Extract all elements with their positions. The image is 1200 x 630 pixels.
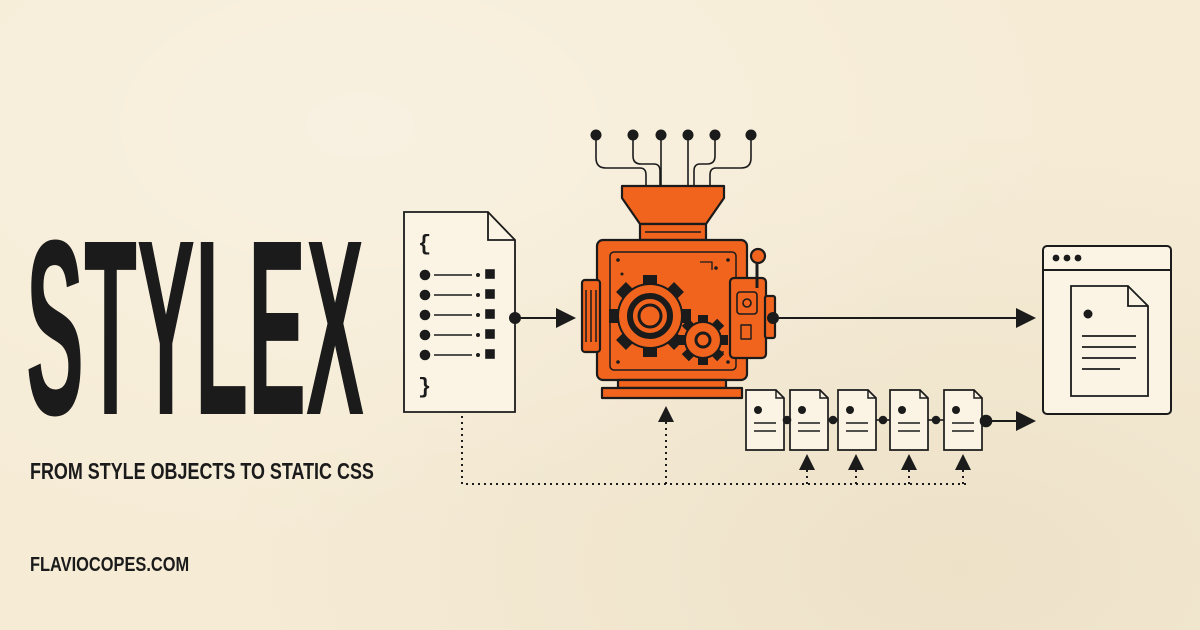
source-file-icon: { } — [403, 211, 516, 413]
input-dots — [590, 129, 757, 141]
dotted-feedback-lines — [461, 406, 971, 485]
input-wires — [595, 136, 752, 188]
title-text: STYLEX — [26, 188, 364, 428]
close-brace: } — [418, 375, 431, 400]
subtitle: FROM STYLE OBJECTS TO STATIC CSS — [30, 458, 374, 484]
css-chunk-icon — [789, 389, 829, 451]
browser-window-icon — [1042, 245, 1172, 415]
machine-to-browser-arrow — [767, 308, 1036, 328]
document-icon — [1070, 285, 1149, 397]
gear-icon — [609, 275, 728, 365]
open-brace: { — [418, 232, 431, 257]
css-chunks — [745, 389, 1036, 451]
page-title: STYLEX — [26, 188, 364, 428]
css-chunk-icon — [837, 389, 877, 451]
css-chunk-icon — [745, 389, 785, 451]
site-url: FLAVIOCOPES.COM — [30, 554, 190, 576]
css-chunk-icon — [943, 389, 983, 451]
css-chunk-icon — [889, 389, 929, 451]
file-to-machine-arrow — [509, 308, 576, 328]
